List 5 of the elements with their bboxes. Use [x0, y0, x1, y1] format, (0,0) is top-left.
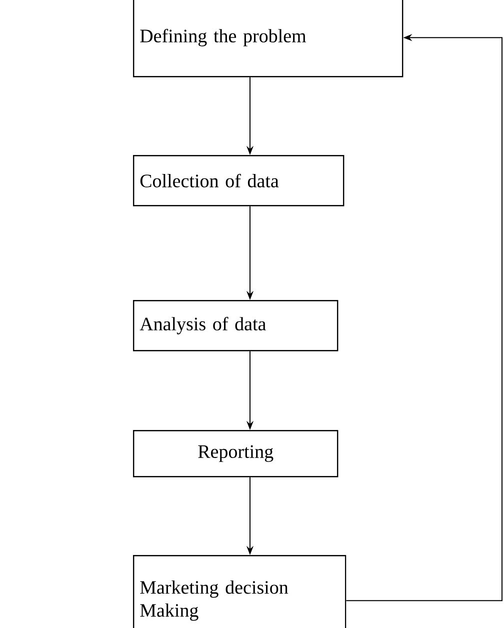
process-box: Defining the problem	[133, 0, 404, 78]
process-box: Collection of data	[133, 155, 344, 206]
process-box: Marketing decision Making	[133, 555, 346, 628]
process-box: Reporting	[133, 430, 338, 478]
process-box: Analysis of data	[133, 300, 338, 352]
